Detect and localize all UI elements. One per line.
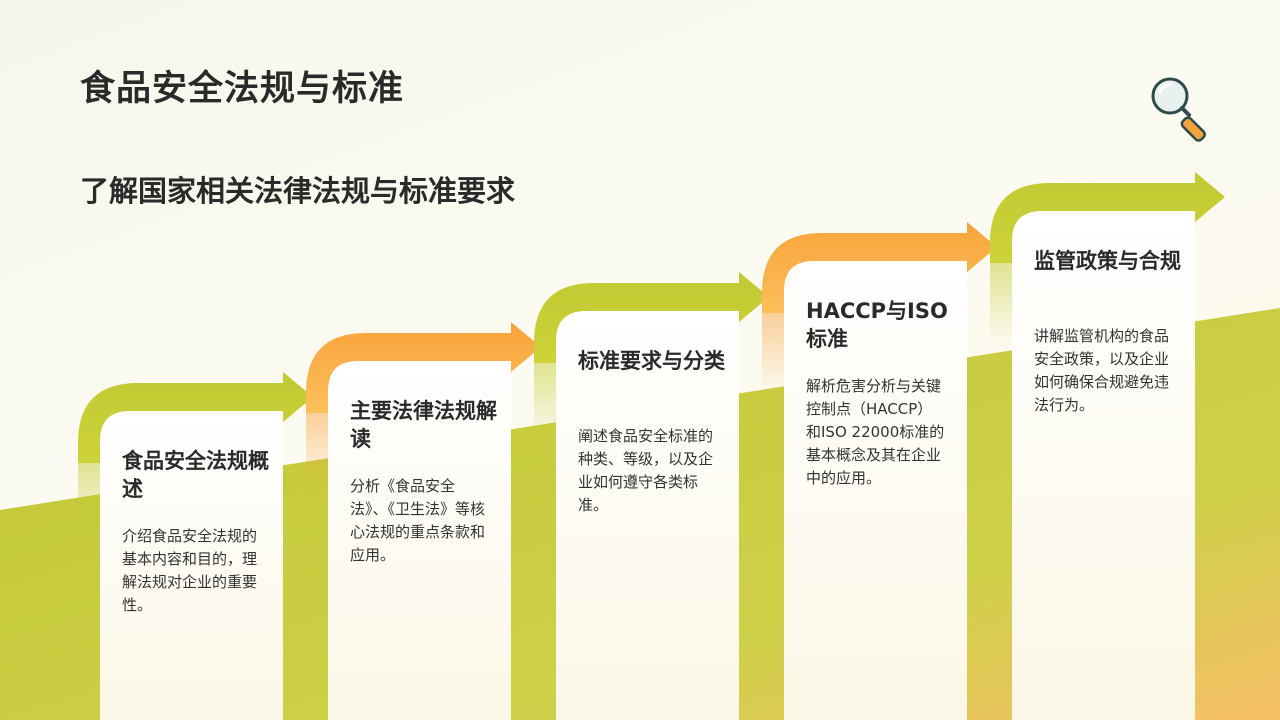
step-card [784, 261, 967, 720]
step-column-fade [534, 353, 556, 443]
step-arrow-3 [534, 272, 769, 720]
page-subtitle: 了解国家相关法律法规与标准要求 [80, 174, 516, 208]
step-arrow-2 [306, 322, 541, 720]
step-arrow-body [990, 172, 1225, 263]
step-arrow-1 [78, 372, 313, 720]
step-card [328, 361, 511, 720]
magnifier-icon [1151, 77, 1206, 142]
step-arrow-4 [762, 222, 997, 720]
page-title: 食品安全法规与标准 [80, 69, 405, 109]
step-description: 阐述食品安全标准的种类、等级，以及企业如何遵守各类标准。 [578, 427, 714, 514]
step-arrow-body [534, 272, 769, 363]
step-card [1012, 211, 1195, 720]
step-card [100, 411, 283, 720]
step-description: 分析《食品安全法》、《卫生法》等核心法规的重点条款和应用。 [350, 477, 486, 564]
step-column-fade [306, 403, 328, 493]
step-heading: 主要法律法规解读 [350, 399, 497, 451]
step-arrow-body [762, 222, 997, 313]
step-column-fade [762, 303, 784, 393]
step-description: 讲解监管机构的食品安全政策，以及企业如何确保合规避免违法行为。 [1034, 327, 1170, 414]
step-arrow-body [78, 372, 313, 463]
step-description: 介绍食品安全法规的基本内容和目的，理解法规对企业的重要性。 [122, 527, 258, 614]
step-arrow-5 [990, 172, 1225, 720]
step-arrow-body [306, 322, 541, 413]
step-heading: 食品安全法规概述 [122, 449, 269, 501]
step-heading: HACCP与ISO标准 [806, 299, 948, 351]
step-heading: 标准要求与分类 [578, 349, 725, 373]
step-column-fade [78, 453, 100, 543]
step-card [556, 311, 739, 720]
step-heading: 监管政策与合规 [1034, 249, 1181, 273]
step-description: 解析危害分析与关键控制点（HACCP）和ISO 22000标准的基本概念及其在企… [806, 377, 945, 487]
step-column-fade [990, 253, 1012, 343]
